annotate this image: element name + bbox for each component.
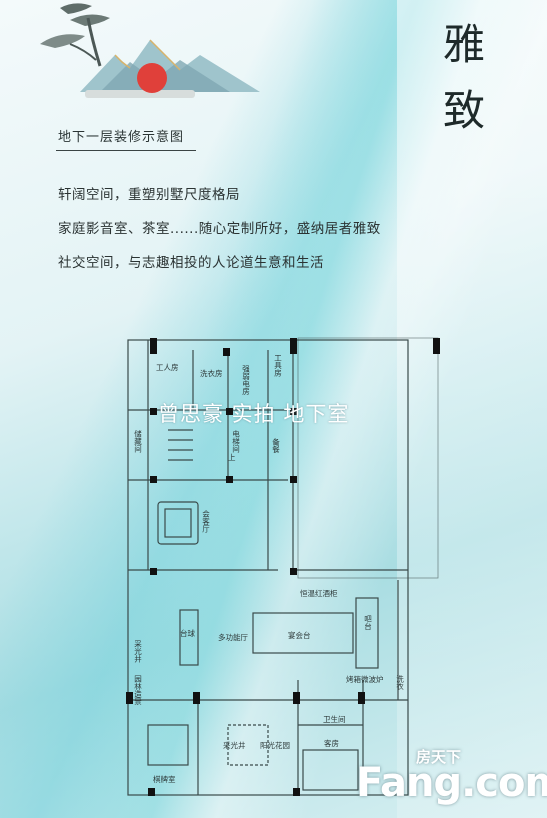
room-laundry: 洗衣房 xyxy=(200,368,223,378)
page-subtitle: 地下一层装修示意图 xyxy=(58,130,185,145)
room-stair: 电梯间 xyxy=(231,429,240,454)
vertical-title-char-2: 致 xyxy=(442,86,485,135)
room-garden-view: 园林造景 xyxy=(133,675,142,706)
room-bar: 吧台 xyxy=(363,615,372,632)
logo-main: Fang.com xyxy=(356,760,547,806)
pine-tree-icon xyxy=(40,3,110,67)
room-billiards: 台球 xyxy=(180,628,195,638)
description-line-2: 家庭影音室、茶室......随心定制所好，盛纳居者雅致 xyxy=(58,221,381,237)
watermark: 曾思豪 实拍 地下室 xyxy=(158,402,350,426)
vertical-title: 雅 致 xyxy=(434,12,494,144)
logo-cn: 房天下 xyxy=(416,748,462,766)
room-guest: 客房 xyxy=(324,738,339,748)
fang-logo[interactable]: 房天下 Fang.com xyxy=(356,746,547,806)
room-multi: 多功能厅 xyxy=(218,632,248,642)
stone-base-icon xyxy=(85,90,195,98)
room-pantry: 备餐 xyxy=(271,437,280,455)
room-storage: 储藏间 xyxy=(133,429,142,454)
floor-plan: 工人房 洗衣房 强弱电房 工具房 储藏间 电梯间 上 备餐 会客厅 恒温红酒柜 … xyxy=(126,337,440,796)
room-sunken-garden: 阳光花园 xyxy=(260,740,290,750)
vertical-title-char-1: 雅 xyxy=(442,20,485,69)
outer-wall xyxy=(127,339,409,796)
structural-columns xyxy=(126,338,440,796)
description-line-1: 轩阔空间，重塑别墅尺度格局 xyxy=(58,187,240,203)
subtitle-underline xyxy=(56,150,196,151)
stair-up-label: 上 xyxy=(228,453,236,462)
room-wash: 洗衣 xyxy=(395,674,404,692)
room-tool: 工具房 xyxy=(273,354,282,378)
mountain-icon xyxy=(80,39,260,92)
room-bathroom: 卫生间 xyxy=(323,714,346,724)
room-chess: 棋牌室 xyxy=(153,774,176,784)
room-lightwell-left: 采光井 xyxy=(133,639,142,664)
room-lightwell: 采光井 xyxy=(223,740,246,750)
room-workroom: 工人房 xyxy=(156,362,179,372)
red-sun-icon xyxy=(137,63,167,93)
description: 轩阔空间，重塑别墅尺度格局 家庭影音室、茶室......随心定制所好，盛纳居者雅… xyxy=(58,178,478,280)
description-line-3: 社交空间，与志趣相投的人论道生意和生活 xyxy=(58,255,324,271)
decorative-landscape xyxy=(40,3,260,98)
room-wine: 恒温红酒柜 xyxy=(300,588,338,598)
room-banquet: 宴会台 xyxy=(288,630,311,640)
lightwell-outline xyxy=(297,337,439,579)
room-kitchen: 烤箱微波炉 xyxy=(346,674,384,684)
room-meeting: 会客厅 xyxy=(201,509,210,533)
background-panel xyxy=(397,0,547,818)
room-strong-electric: 强弱电房 xyxy=(241,365,250,397)
